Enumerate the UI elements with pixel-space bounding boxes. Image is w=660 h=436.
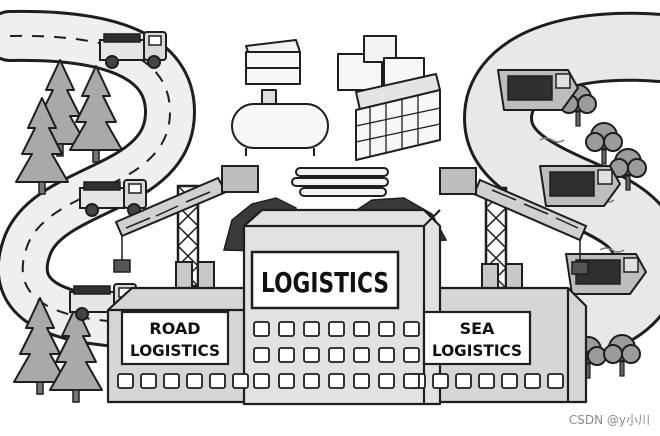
window <box>501 373 518 389</box>
sea-sign-line1: SEA <box>460 319 495 338</box>
window <box>186 373 203 389</box>
window <box>163 373 180 389</box>
goods <box>231 35 441 197</box>
window <box>117 373 134 389</box>
main-sign-text: LOGISTICS <box>261 266 389 299</box>
factory-windows <box>117 321 564 389</box>
window <box>547 373 564 389</box>
window <box>378 321 395 337</box>
road-sign-line2: LOGISTICS <box>130 341 220 360</box>
window <box>303 347 320 363</box>
window <box>353 347 370 363</box>
window <box>403 373 420 389</box>
box-stack-icon <box>245 39 301 85</box>
sea-sign-line2: LOGISTICS <box>432 341 522 360</box>
watermark: CSDN @y小川 <box>568 413 650 427</box>
window <box>253 321 270 337</box>
window <box>303 373 320 389</box>
window <box>403 321 420 337</box>
crane-right <box>439 167 589 290</box>
window <box>140 373 157 389</box>
window <box>278 373 295 389</box>
cargo-ship-icon <box>539 165 621 207</box>
window <box>378 373 395 389</box>
window <box>278 347 295 363</box>
window <box>253 347 270 363</box>
window <box>209 373 226 389</box>
window <box>328 321 345 337</box>
tank-icon <box>231 89 329 156</box>
pipes-icon <box>291 167 389 197</box>
window <box>403 347 420 363</box>
window <box>232 373 249 389</box>
window <box>478 373 495 389</box>
window <box>524 373 541 389</box>
sign-road: ROAD LOGISTICS <box>120 310 230 366</box>
window <box>328 373 345 389</box>
window <box>378 347 395 363</box>
window <box>353 373 370 389</box>
window <box>432 373 449 389</box>
sign-main: LOGISTICS <box>250 250 400 310</box>
window <box>253 373 270 389</box>
window <box>353 321 370 337</box>
window <box>303 321 320 337</box>
window <box>328 347 345 363</box>
crane-left <box>113 165 259 288</box>
container-building-icon <box>355 73 441 161</box>
road-sign-line1: ROAD <box>149 319 200 338</box>
window <box>455 373 472 389</box>
cargo-ship-icon <box>497 69 579 111</box>
sign-sea: SEA LOGISTICS <box>422 310 532 366</box>
window <box>278 321 295 337</box>
